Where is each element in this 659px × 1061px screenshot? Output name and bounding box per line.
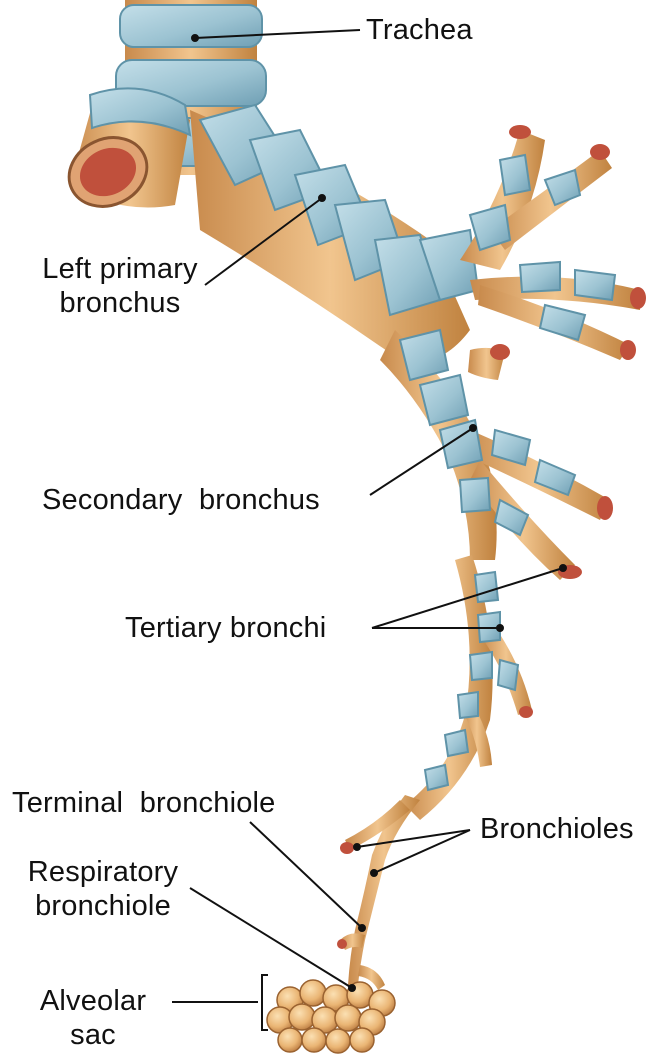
- label-terminal-bronchiole: Terminal bronchiole: [12, 786, 276, 820]
- upper-secondary-bronchus: [460, 125, 646, 360]
- bronchioles: [337, 795, 420, 990]
- lower-secondary-bronchus: [380, 330, 613, 580]
- right-bronchus-stub: [58, 88, 190, 218]
- tertiary-branch-descending: [405, 555, 533, 820]
- terminal-bronchiole-pointer-dot: [359, 925, 365, 931]
- label-respiratory-bronchiole: Respiratory bronchiole: [8, 855, 198, 923]
- label-trachea: Trachea: [366, 13, 473, 47]
- secondary-bronchus-pointer-dot: [470, 425, 476, 431]
- left-primary-bronchus: [190, 105, 478, 362]
- label-tertiary-bronchi: Tertiary bronchi: [125, 611, 326, 645]
- label-respiratory-bronchiole-line-2: bronchiole: [8, 889, 198, 923]
- respiratory-bronchiole-leader: [190, 888, 352, 988]
- left-primary-bronchus-pointer-dot: [319, 195, 325, 201]
- label-secondary-bronchus: Secondary bronchus: [42, 483, 320, 517]
- label-alveolar-sac: Alveolar sac: [28, 984, 158, 1052]
- trachea-pointer-dot: [192, 35, 198, 41]
- label-alveolar-sac-line-2: sac: [28, 1018, 158, 1052]
- respiratory-bronchiole-pointer-dot: [349, 985, 355, 991]
- label-left-primary-bronchus-line-1: Left primary: [15, 252, 225, 286]
- label-left-primary-bronchus-line-2: bronchus: [15, 286, 225, 320]
- tertiary-bronchi-pointer-dot-2: [497, 625, 503, 631]
- label-alveolar-sac-line-1: Alveolar: [28, 984, 158, 1018]
- label-bronchioles: Bronchioles: [480, 812, 634, 846]
- label-respiratory-bronchiole-line-1: Respiratory: [8, 855, 198, 889]
- alveolar-sac: [267, 980, 395, 1053]
- tertiary-bronchi-pointer-dot-1: [560, 565, 566, 571]
- bronchioles-pointer-dot-2: [371, 870, 377, 876]
- bronchioles-pointer-dot-1: [354, 844, 360, 850]
- terminal-bronchiole-leader: [250, 822, 362, 928]
- label-left-primary-bronchus: Left primary bronchus: [15, 252, 225, 320]
